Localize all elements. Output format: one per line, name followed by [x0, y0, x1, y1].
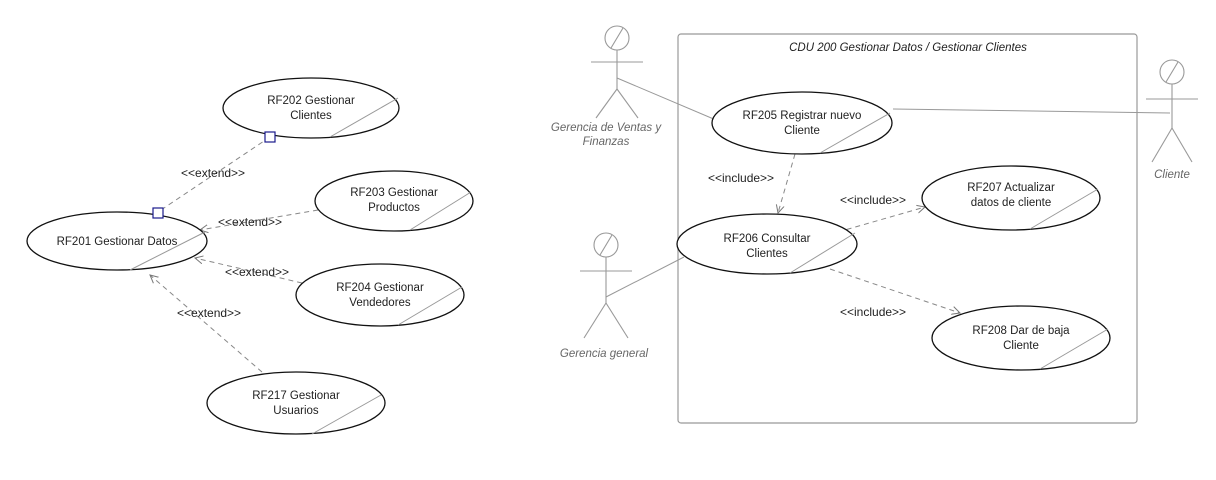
use-case-rf217-line-1: RF217 Gestionar — [252, 390, 340, 402]
use-case-rf204[interactable]: RF204 Gestionar Vendedores — [295, 263, 465, 327]
use-case-rf205-line-1: RF205 Registrar nuevo — [743, 110, 862, 122]
association-rf205-cliente — [892, 108, 1171, 114]
extend-line-rf203 — [200, 209, 319, 230]
include-line-rf205-rf206 — [778, 153, 796, 213]
extend-label-rf203: <<extend>> — [218, 215, 282, 229]
extend-label-rf202: <<extend>> — [181, 166, 245, 180]
system-boundary-title: CDU 200 Gestionar Datos / Gestionar Clie… — [789, 42, 1027, 54]
extend-line-rf202 — [157, 136, 271, 213]
extend-label-rf217: <<extend>> — [177, 306, 241, 320]
use-case-rf203-line-2: Productos — [368, 202, 420, 214]
use-case-rf208-line-2: Cliente — [1003, 340, 1039, 352]
extend-line-rf217 — [150, 275, 263, 373]
use-case-rf205-line-2: Cliente — [784, 125, 820, 137]
actor-gerencia-general-label: Gerencia general — [560, 348, 649, 360]
use-case-rf208-line-1: RF208 Dar de baja — [972, 325, 1070, 337]
use-case-rf206[interactable]: RF206 Consultar Clientes — [676, 213, 858, 275]
use-case-rf204-line-2: Vendedores — [349, 297, 411, 309]
use-case-rf217[interactable]: RF217 Gestionar Usuarios — [206, 371, 386, 435]
use-case-rf205[interactable]: RF205 Registrar nuevo Cliente — [711, 91, 893, 155]
include-line-rf206-rf207 — [837, 207, 925, 233]
use-case-rf204-line-1: RF204 Gestionar — [336, 282, 424, 294]
extension-point-rf202[interactable] — [264, 131, 276, 143]
use-case-rf203[interactable]: RF203 Gestionar Productos — [314, 170, 474, 232]
association-gerencia-ventas-rf205 — [616, 77, 717, 121]
use-case-rf202-line-2: Clientes — [290, 110, 332, 122]
include-label-rf206-rf208: <<include>> — [840, 305, 906, 319]
actor-gerencia-ventas[interactable] — [591, 25, 643, 119]
use-case-rf203-line-1: RF203 Gestionar — [350, 187, 438, 199]
use-case-rf217-line-2: Usuarios — [273, 405, 319, 417]
system-boundary — [677, 33, 1138, 424]
include-label-rf205-rf206: <<include>> — [708, 171, 774, 185]
use-case-rf206-line-2: Clientes — [746, 248, 788, 260]
actor-cliente[interactable] — [1146, 59, 1198, 163]
include-line-rf206-rf208 — [829, 268, 960, 313]
use-case-rf207[interactable]: RF207 Actualizar datos de cliente — [921, 165, 1101, 231]
use-case-rf202-line-1: RF202 Gestionar — [267, 95, 355, 107]
use-case-rf207-line-1: RF207 Actualizar — [967, 182, 1055, 194]
use-case-rf206-line-1: RF206 Consultar — [724, 233, 811, 245]
use-case-rf208[interactable]: RF208 Dar de baja Cliente — [931, 305, 1111, 371]
include-label-rf206-rf207: <<include>> — [840, 193, 906, 207]
association-gerencia-general-rf206 — [605, 256, 685, 298]
extension-point-rf201[interactable] — [152, 207, 164, 219]
actor-cliente-label: Cliente — [1154, 169, 1190, 181]
use-case-rf202[interactable]: RF202 Gestionar Clientes — [222, 77, 400, 139]
actor-gerencia-ventas-label-1: Gerencia de Ventas y — [551, 122, 662, 134]
extend-label-rf204: <<extend>> — [225, 265, 289, 279]
actor-gerencia-general[interactable] — [580, 232, 632, 339]
actor-gerencia-ventas-label-2: Finanzas — [583, 136, 630, 148]
use-case-rf201-line-1: RF201 Gestionar Datos — [57, 236, 178, 248]
use-case-rf207-line-2: datos de cliente — [971, 197, 1052, 209]
use-case-rf201[interactable]: RF201 Gestionar Datos — [26, 211, 208, 271]
extend-line-rf204 — [195, 258, 303, 284]
